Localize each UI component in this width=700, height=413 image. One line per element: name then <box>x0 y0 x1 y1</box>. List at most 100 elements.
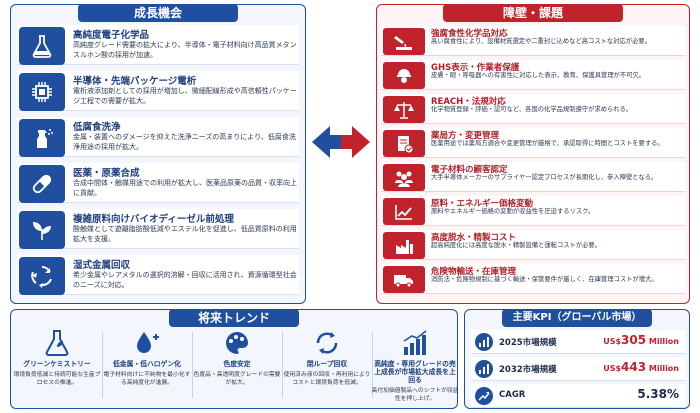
opportunity-desc: 高純度グレード需要の拡大により、半導体・電子材料向け高品質メタンスルホン酸の採用… <box>73 41 297 59</box>
trend-item: 高純度・専用グレードの売上成長が市場拡大成長を上回る 高付加価値製品へのシフトが… <box>371 328 459 406</box>
truck-icon <box>383 266 425 293</box>
trends-header: 将来トレンド <box>169 309 299 327</box>
kpi-label: CAGR <box>499 390 526 400</box>
scale-icon <box>383 96 425 123</box>
trend-desc: 高付加価値製品へのシフトが収益性を押し上げ。 <box>371 388 459 402</box>
barriers-panel: 障壁・課題 強腐食性化学品対応 高い腐食性により、設備材質選定や二重封じ込めなど… <box>376 4 690 304</box>
kpi-unit: Million <box>646 337 679 346</box>
kpi-row: CAGR 5.38% <box>471 384 685 408</box>
trend-item: 低金属・低ハロゲン化 電子材料向けに不純物を最小化する高純度化が進展。 <box>103 328 191 406</box>
opportunity-desc: 電析液添加剤としての採用が増加し、微細配線形成や高信頼性パッケージ工程での需要が… <box>73 87 297 105</box>
barrier-title: REACH・法規対応 <box>431 97 506 107</box>
opportunities-header: 成長機会 <box>78 4 238 22</box>
recycle-icon <box>19 257 65 295</box>
opportunity-title: 半導体・先端パッケージ電析 <box>73 76 197 87</box>
kpi-number: 443 <box>621 360 647 374</box>
barrier-title: 危険物輸送・在庫管理 <box>431 267 517 277</box>
opportunity-desc: 酸触媒として遊離脂肪酸低減やエステル化を促進し、低品質原料の利用拡大を支援。 <box>73 225 297 243</box>
opportunity-title: 低腐食洗浄 <box>73 122 121 133</box>
barrier-title: 原料・エネルギー価格変動 <box>431 199 534 209</box>
barrier-item: 薬局方・変更管理 医薬用途では薬局方適合や変更管理が厳格で、承認取得に時間とコス… <box>381 128 685 158</box>
green-flask-icon <box>37 328 77 358</box>
opportunity-item: 医薬・原薬合成 合成中間体・触媒用途での利用が拡大し、医薬品原薬の品質・収率向上… <box>17 163 299 203</box>
barrier-desc: 超高純度化には高度な脱水・精製設備と運転コストが必要。 <box>431 242 602 249</box>
divider <box>282 332 283 398</box>
divider <box>372 332 373 398</box>
factory-icon <box>383 232 425 259</box>
opportunity-title: 医薬・原薬合成 <box>73 168 140 179</box>
growth-icon <box>395 328 435 358</box>
trend-item: グリーンケミストリー 環境負荷低減と持続可能な生産プロセスの推進。 <box>13 328 101 406</box>
trend-title: 色度安定 <box>223 360 251 368</box>
trends-panel: 将来トレンド グリーンケミストリー 環境負荷低減と持続可能な生産プロセスの推進。… <box>10 309 458 409</box>
barrier-desc: 医薬用途では薬局方適合や変更管理が厳格で、承認取得に時間とコストを要する。 <box>431 140 664 147</box>
opportunity-item: 半導体・先端パッケージ電析 電析液添加剤としての採用が増加し、微細配線形成や高信… <box>17 71 299 111</box>
barrier-item: 高度脱水・精製コスト 超高純度化には高度な脱水・精製設備と運転コストが必要。 <box>381 230 685 260</box>
kpi-panel: 主要KPI（グローバル市場） 2025市場規模 US$305 Million 2… <box>464 309 690 409</box>
trend-item: 閉ループ回収 使用済み液の回収・再利用によりコストと環境負荷を低減。 <box>283 328 371 406</box>
kpi-row: 2025市場規模 US$305 Million <box>471 330 685 354</box>
bar-chart-icon <box>475 333 493 351</box>
barrier-desc: 大手半導体メーカーのサプライヤー認定プロセスが長期化し、参入障壁となる。 <box>431 174 658 181</box>
barrier-desc: 原料やエネルギー価格の変動が収益性を圧迫するリスク。 <box>431 208 595 215</box>
people-icon <box>383 164 425 191</box>
barrier-item: 強腐食性化学品対応 高い腐食性により、設備材質選定や二重封じ込めなど高コストな対… <box>381 26 685 56</box>
trend-chart-icon <box>383 198 425 225</box>
spray-bottle-icon <box>19 119 65 157</box>
kpi-row: 2032市場規模 US$443 Million <box>471 357 685 381</box>
divider <box>102 332 103 398</box>
trend-title: グリーンケミストリー <box>23 360 91 368</box>
barrier-item: 電子材料の顧客認定 大手半導体メーカーのサプライヤー認定プロセスが長期化し、参入… <box>381 162 685 192</box>
palette-icon <box>217 328 257 358</box>
barrier-title: GHS表示・作業者保護 <box>431 63 520 73</box>
opportunity-item: 湿式金属回収 希少金属やレアメタルの選択的溶解・回収に活用され、資源循環型社会の… <box>17 255 299 295</box>
corrosion-icon <box>383 28 425 55</box>
kpi-value: 5.38% <box>637 387 679 401</box>
trend-title: 閉ループ回収 <box>306 360 348 368</box>
opportunity-title: 湿式金属回収 <box>73 260 131 271</box>
barrier-desc: 消防法・危険物規制に基づく輸送・保管要件が厳しく、在庫管理コストが増大。 <box>431 276 658 283</box>
barrier-item: GHS表示・作業者保護 皮膚・眼・呼吸器への有害性に対応した表示、教育、保護具管… <box>381 60 685 90</box>
kpi-label: 2032市場規模 <box>499 365 557 375</box>
barrier-item: 原料・エネルギー価格変動 原料やエネルギー価格の変動が収益性を圧迫するリスク。 <box>381 196 685 226</box>
barrier-desc: 皮膚・眼・呼吸器への有害性に対応した表示、教育、保護具管理が不可欠。 <box>431 72 646 79</box>
barrier-title: 高度脱水・精製コスト <box>431 233 517 243</box>
kpi-unit: Million <box>646 364 679 373</box>
opportunity-item: 低腐食洗浄 金属・装置へのダメージを抑えた洗浄ニーズの高まりにより、低腐食洗浄用… <box>17 117 299 157</box>
trend-desc: 色度品・高透明度グレードの需要が拡大。 <box>193 372 281 386</box>
barriers-header: 障壁・課題 <box>443 4 623 22</box>
divider <box>192 332 193 398</box>
kpi-number: 305 <box>621 333 647 347</box>
leaves-icon <box>19 211 65 249</box>
loop-icon <box>307 328 347 358</box>
barrier-title: 薬局方・変更管理 <box>431 131 500 141</box>
trend-desc: 使用済み液の回収・再利用によりコストと環境負荷を低減。 <box>283 372 371 386</box>
kpi-currency: US$ <box>603 364 622 373</box>
trend-desc: 環境負荷低減と持続可能な生産プロセスの推進。 <box>13 372 101 386</box>
opportunity-desc: 合成中間体・触媒用途での利用が拡大し、医薬品原薬の品質・収率向上に貢献。 <box>73 179 297 197</box>
opportunity-desc: 金属・装置へのダメージを抑えた洗浄ニーズの高まりにより、低腐食洗浄用途の採用が拡… <box>73 133 296 151</box>
kpi-label: 2025市場規模 <box>499 338 557 348</box>
barrier-desc: 化学物質登録・評価・認可など、各国の化学品規制遵守が求められる。 <box>431 106 633 113</box>
trend-desc: 電子材料向けに不純物を最小化する高純度化が進展。 <box>103 372 191 386</box>
drop-icon <box>127 328 167 358</box>
opportunity-title: 高純度電子化学品 <box>73 30 150 41</box>
capsule-icon <box>19 165 65 203</box>
trend-title: 低金属・低ハロゲン化 <box>113 360 181 368</box>
bar-chart-icon <box>475 360 493 378</box>
chip-icon <box>19 73 65 111</box>
opportunity-item: 複雑原料向けバイオディーゼル前処理 酸触媒として遊離脂肪酸低減やエステル化を促進… <box>17 209 299 249</box>
worker-icon <box>383 62 425 89</box>
barrier-desc: 高い腐食性により、設備材質選定や二重封じ込めなど高コストな対応が必要。 <box>431 38 652 45</box>
opportunity-item: 高純度電子化学品 高純度グレード需要の拡大により、半導体・電子材料向け高品質メタ… <box>17 25 299 65</box>
growth-arrow-icon <box>475 387 493 405</box>
opportunity-desc: 希少金属やレアメタルの選択的溶解・回収に活用され、資源循環型社会のニーズに対応。 <box>73 271 297 289</box>
barrier-title: 電子材料の顧客認定 <box>431 165 508 175</box>
barrier-item: 危険物輸送・在庫管理 消防法・危険物規制に基づく輸送・保管要件が厳しく、在庫管理… <box>381 264 685 294</box>
trend-title: 高純度・専用グレードの売上成長が市場拡大成長を上回る <box>374 360 456 384</box>
barrier-title: 強腐食性化学品対応 <box>431 29 508 39</box>
kpi-header: 主要KPI（グローバル市場） <box>502 309 652 327</box>
document-check-icon <box>383 130 425 157</box>
flask-icon <box>19 27 65 65</box>
barrier-item: REACH・法規対応 化学物質登録・評価・認可など、各国の化学品規制遵守が求めら… <box>381 94 685 124</box>
